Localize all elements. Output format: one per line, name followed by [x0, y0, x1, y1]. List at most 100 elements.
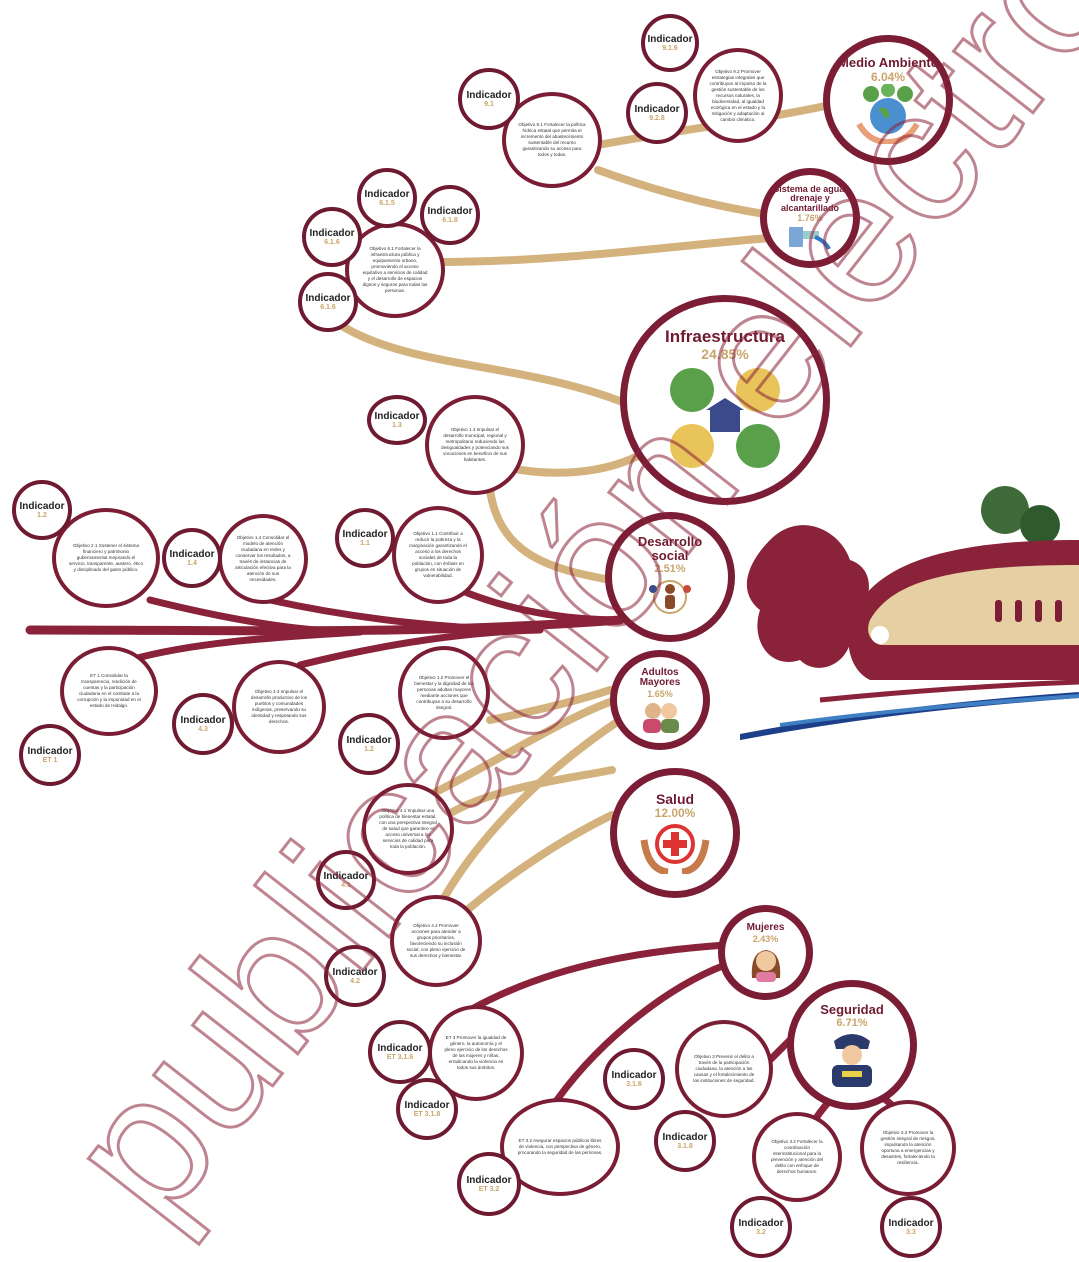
- elderly-couple-icon: [643, 702, 679, 733]
- indicator-label: Indicador: [647, 34, 693, 45]
- objective-circle: Objetivo 4.1 Impulsar una política de bi…: [362, 783, 454, 875]
- indicator-label: Indicador: [305, 293, 351, 304]
- indicator-label: Indicador: [346, 735, 392, 746]
- sector-percent: 2.51%: [654, 562, 686, 575]
- indicator-label: Indicador: [377, 1043, 423, 1054]
- link-obj12-adultos: [486, 686, 614, 724]
- train-window-icon: [1035, 600, 1042, 622]
- indicator-code: 3.2: [756, 1229, 766, 1236]
- sector-salud: Salud 12.00%: [610, 768, 740, 898]
- sector-title: Infraestructura: [665, 327, 785, 347]
- indicator-label: Indicador: [342, 529, 388, 540]
- indicator-code: 4.3: [198, 726, 208, 733]
- indicator-code: ET 3.2: [478, 1186, 500, 1193]
- indicator-label: Indicador: [332, 967, 378, 978]
- indicator-label: Indicador: [634, 104, 680, 115]
- sector-title: Salud: [655, 790, 695, 807]
- sector-percent: 1.65%: [647, 688, 673, 699]
- branch-lower-2: [296, 626, 544, 669]
- indicator-label: Indicador: [374, 411, 420, 422]
- objective-circle: Objetivo 1.1 Contribuir a reducir la pob…: [392, 506, 484, 604]
- link-obj61-agua: [436, 234, 774, 266]
- objective-text: Objetivo 4.3 Impulsar el desarrollo prod…: [250, 689, 308, 724]
- objective-text: Objetivo 4.1 Impulsar una política de bi…: [379, 808, 437, 849]
- branch-et32: [546, 961, 729, 1114]
- sector-percent: 6.04%: [870, 69, 906, 84]
- link-obj41-adultos: [426, 696, 619, 799]
- indicator-label: Indicador: [27, 746, 73, 757]
- sector-title: Adultos Mayores: [639, 666, 681, 688]
- link-obj41-salud: [436, 766, 616, 824]
- indicator-code: 6.1.8: [442, 217, 458, 224]
- woman-icon: [751, 949, 780, 982]
- sector-percent: 12.00%: [654, 806, 696, 821]
- sector-title: Desarrollo social: [637, 534, 703, 563]
- indicator-code: 3.3: [906, 1229, 916, 1236]
- objective-text: Objetivo 3 Prevenir el delito a través d…: [693, 1054, 755, 1083]
- objective-text: Objetivo 9.2 Promover estrategias integr…: [709, 68, 767, 122]
- indicator-code: ET 1: [42, 757, 58, 764]
- indicator-code: 6.1.5: [379, 200, 395, 207]
- indicator-code: ET 3.1.6: [386, 1054, 414, 1061]
- earth-plants-icon: [856, 83, 920, 144]
- track-line: [740, 692, 1079, 741]
- indicator-label: Indicador: [404, 1100, 450, 1111]
- sector-percent: 1.76%: [797, 213, 823, 224]
- community-icon: [649, 579, 691, 614]
- sector-title: Seguridad: [820, 1002, 884, 1018]
- objective-text: Objetivo 6.1 Fortalecer la infraestructu…: [362, 246, 428, 293]
- track-line: [779, 694, 1079, 727]
- indicator-code: 9.1: [484, 101, 494, 108]
- sector-percent: 24.85%: [701, 345, 749, 362]
- tree-icon: [1020, 505, 1060, 545]
- indicator-label: Indicador: [364, 189, 410, 200]
- objective-text: Objetivo 1.3 Impulsar el desarrollo muni…: [441, 427, 509, 462]
- indicator-code: ET 3.1.8: [413, 1111, 441, 1118]
- tree-icon: [981, 486, 1029, 534]
- maroon-branches: [25, 586, 909, 1154]
- link-obj61-infra: [326, 314, 634, 409]
- objective-circle: Objetivo 3.3 Promover la gestión integra…: [860, 1100, 956, 1196]
- objective-circle: Objetivo 9.2 Promover estrategias integr…: [693, 48, 783, 143]
- indicator-code: 3.1.6: [626, 1081, 642, 1088]
- infrastructure-icon: [670, 367, 780, 468]
- sector-seguridad: Seguridad 6.71%: [787, 980, 917, 1110]
- objective-circle: Objetivo 2.1 Sostener el sistema financi…: [52, 508, 160, 608]
- indicator-label: Indicador: [427, 206, 473, 217]
- indicator-code: 1.2: [37, 512, 47, 519]
- objective-text: Objetivo 1.4 Consolidar el modelo de ate…: [235, 535, 291, 582]
- objective-circle: Objetivo 4.3 Impulsar el desarrollo prod…: [232, 660, 326, 754]
- train-window-icon: [1055, 600, 1062, 622]
- objective-text: Objetivo 1.1 Contribuir a reducir la pob…: [409, 531, 467, 578]
- indicator-label: Indicador: [466, 1175, 512, 1186]
- health-hands-icon: [640, 824, 710, 875]
- link-obj91-agua: [594, 166, 774, 219]
- objective-text: Objetivo 1.2 Promover el bienestar y la …: [414, 675, 474, 710]
- police-officer-icon: [832, 1033, 872, 1087]
- objective-circle: Objetivo 3.2 Fortalecer la coordinación …: [752, 1112, 842, 1202]
- sector-title: Sistema de agua, drenaje y alcantarillad…: [773, 183, 847, 213]
- tan-connectors: [326, 101, 834, 929]
- indicator-code: 6.1.6: [320, 304, 336, 311]
- indicator-label: Indicador: [169, 549, 215, 560]
- sector-medio-ambiente: Medio Ambiente 6.04%: [823, 35, 953, 165]
- objective-circle: ET 1 Consolidar la transparencia, rendic…: [60, 646, 158, 736]
- train-illustration: [740, 486, 1079, 741]
- objective-circle: Objetivo 1.4 Consolidar el modelo de ate…: [218, 514, 308, 604]
- indicator-code: 1.4: [187, 560, 197, 567]
- branch-obj11: [456, 586, 624, 624]
- link-obj13-social: [486, 486, 614, 584]
